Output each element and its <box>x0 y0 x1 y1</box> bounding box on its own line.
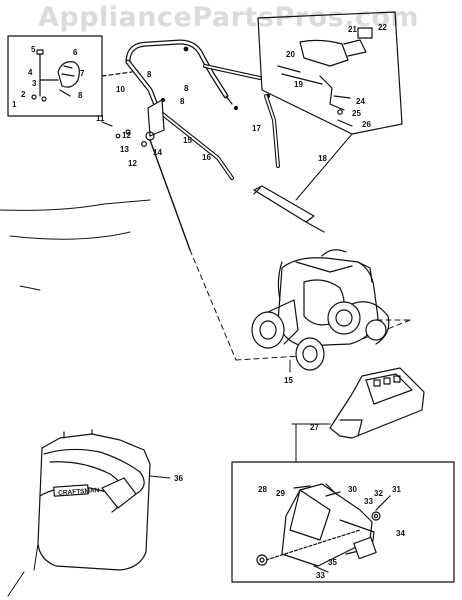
callout-8: 8 <box>78 91 83 100</box>
callout-31: 31 <box>392 485 401 494</box>
callout-14: 14 <box>153 148 162 157</box>
callout-22: 22 <box>378 23 387 32</box>
callout-30: 30 <box>348 485 357 494</box>
callout-11: 11 <box>96 114 105 123</box>
callout-33: 33 <box>364 497 373 506</box>
callout-12b: 12 <box>128 159 137 168</box>
callout-16: 16 <box>202 153 211 162</box>
callout-12: 12 <box>122 131 131 140</box>
control-cable-tube <box>253 185 325 233</box>
inset-box-handle-knob <box>7 35 133 117</box>
inset-box-chute <box>231 461 455 583</box>
callout-10: 10 <box>116 85 125 94</box>
callout-35: 35 <box>328 558 337 567</box>
callout-24: 24 <box>356 97 365 106</box>
washer-part <box>31 94 37 100</box>
callout-19: 19 <box>294 80 303 89</box>
callout-8d: 8 <box>180 97 185 106</box>
callout-3: 3 <box>32 79 37 88</box>
blower-housing <box>291 367 425 463</box>
callout-labels: 5 6 4 7 3 2 1 8 8 8 8 10 11 12 13 12 14 … <box>12 23 405 580</box>
mower-body <box>251 249 390 373</box>
callout-17: 17 <box>252 124 261 133</box>
callout-25: 25 <box>352 109 361 118</box>
callout-34: 34 <box>396 529 405 538</box>
callout-32: 32 <box>374 489 383 498</box>
callout-4: 4 <box>28 68 33 77</box>
callout-5: 5 <box>31 45 36 54</box>
knob-part <box>57 61 80 88</box>
callout-18: 18 <box>318 154 327 163</box>
callout-29: 29 <box>276 489 285 498</box>
callout-7: 7 <box>80 69 85 78</box>
callout-2: 2 <box>21 90 26 99</box>
callout-33b: 33 <box>316 571 325 580</box>
callout-8b: 8 <box>147 70 152 79</box>
watermark: AppliancePartsPros.com <box>38 2 420 33</box>
callout-15: 15 <box>183 136 192 145</box>
inset-box-control <box>257 11 403 135</box>
callout-6: 6 <box>73 48 78 57</box>
callout-13: 13 <box>120 145 129 154</box>
callout-27: 27 <box>310 423 319 432</box>
callout-1: 1 <box>12 100 17 109</box>
callout-28: 28 <box>258 485 267 494</box>
callout-26: 26 <box>362 120 371 129</box>
grass-bag <box>33 429 171 571</box>
callout-8c: 8 <box>184 84 189 93</box>
callout-20: 20 <box>286 50 295 59</box>
handle-bracket <box>101 99 191 251</box>
callout-15b: 15 <box>284 376 293 385</box>
callout-36: 36 <box>174 474 183 483</box>
lower-handle <box>158 94 280 180</box>
callout-21: 21 <box>348 25 357 34</box>
bag-brand-label: CRAFTSMAN <box>58 487 100 497</box>
